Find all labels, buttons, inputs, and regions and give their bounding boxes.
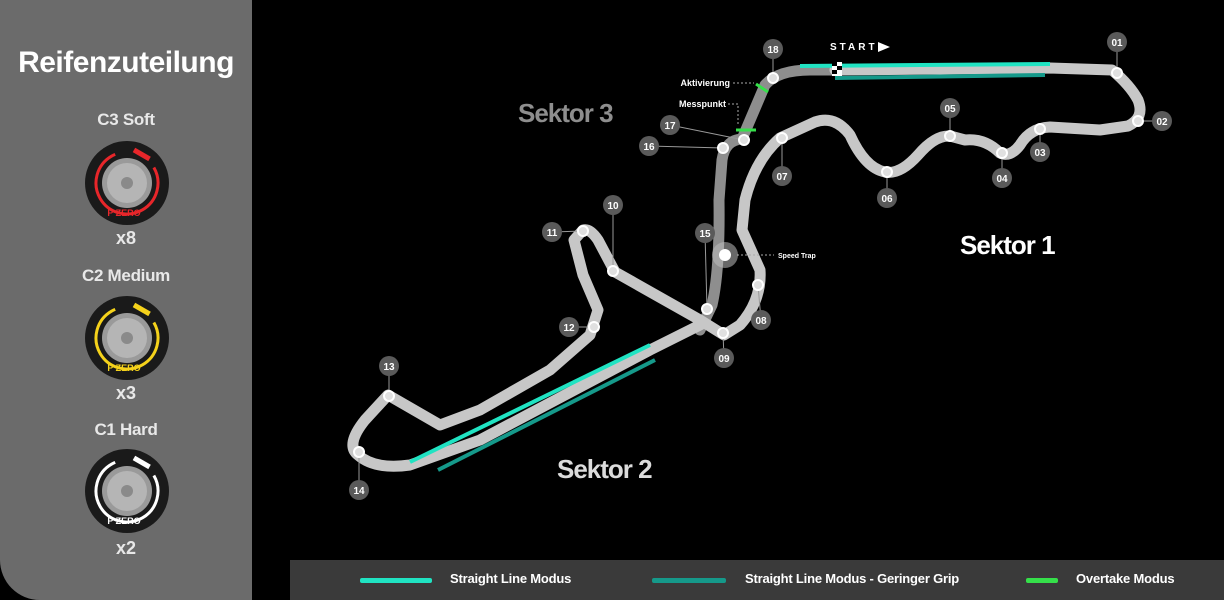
corner-badge-09: [714, 348, 734, 368]
sector-2-label: Sektor 2: [557, 454, 652, 484]
corner-badge-11: [542, 222, 562, 242]
legend-lowgrip-label: Straight Line Modus - Geringer Grip: [745, 571, 960, 586]
corner-point-13: [383, 390, 395, 402]
corner-badge-12: [559, 317, 579, 337]
start-label: START: [830, 42, 878, 53]
corner-number-14: 14: [353, 486, 365, 497]
medium-tyre-model: P ZERO: [107, 363, 140, 373]
corner-number-03: 03: [1034, 148, 1046, 159]
corner-number-06: 06: [881, 194, 893, 205]
corner-badge-07: [772, 166, 792, 186]
corner-number-12: 12: [563, 323, 575, 334]
corner-badge-01: [1107, 32, 1127, 52]
corner-point-09: [717, 327, 729, 339]
start-arrow-icon: [878, 42, 890, 52]
corner-point-01: [1111, 67, 1123, 79]
corner-number-15: 15: [699, 229, 711, 240]
overtake-marker-1: [755, 82, 769, 94]
track-sector-3: [694, 64, 841, 336]
corner-badge-08: [751, 310, 771, 330]
corner-badge-03: [1030, 142, 1050, 162]
hard-tyre-model: P ZERO: [107, 516, 140, 526]
corner-point-11: [577, 225, 589, 237]
corner-number-18: 18: [767, 45, 779, 56]
corner-leader-17: [669, 124, 745, 141]
corner-point-10: [607, 265, 619, 277]
legend-overtake-label: Overtake Modus: [1076, 571, 1175, 586]
activation-label: Aktivierung: [680, 78, 730, 88]
legend-straight-swatch: [360, 578, 432, 583]
tyre-medium-count: x3: [115, 383, 137, 403]
corner-point-12: [588, 321, 600, 333]
tyre-medium-label: C2 Medium: [82, 266, 170, 285]
legend-straight-label: Straight Line Modus: [450, 571, 572, 586]
corner-badge-02: [1152, 111, 1172, 131]
sector-1-label: Sektor 1: [960, 230, 1055, 260]
corner-point-14: [353, 446, 365, 458]
corner-number-13: 13: [383, 362, 395, 373]
corner-point-18: [767, 72, 779, 84]
straight-mode-back: [409, 343, 651, 464]
corner-number-08: 08: [755, 316, 767, 327]
corner-badge-14: [349, 480, 369, 500]
corner-number-09: 09: [718, 354, 730, 365]
corner-number-17: 17: [664, 121, 676, 132]
sector-3-label: Sektor 3: [518, 98, 613, 128]
corner-point-03: [1034, 123, 1046, 135]
measure-label: Messpunkt: [679, 99, 726, 109]
corner-point-15: [701, 303, 713, 315]
tyre-hard-label: C1 Hard: [94, 420, 158, 439]
tyre-hard-count: x2: [115, 538, 137, 558]
corner-point-02: [1132, 115, 1144, 127]
panel-title: Reifenzuteilung: [18, 46, 234, 79]
corner-number-07: 07: [776, 172, 788, 183]
corner-leader-15: [704, 232, 708, 310]
corner-point-07: [776, 132, 788, 144]
corner-badge-15: [695, 223, 715, 243]
corner-badge-13: [379, 356, 399, 376]
corner-number-05: 05: [944, 104, 956, 115]
corner-point-08: [752, 279, 764, 291]
corner-number-01: 01: [1111, 38, 1123, 49]
legend-lowgrip-swatch: [652, 578, 726, 583]
corner-number-16: 16: [643, 142, 655, 153]
corner-leader-16: [648, 145, 724, 149]
corner-badge-04: [992, 168, 1012, 188]
corner-badge-06: [877, 188, 897, 208]
tyre-soft-count: x8: [115, 228, 137, 248]
medium-tyre-icon: P ZERO: [85, 296, 169, 380]
soft-tyre-icon: P ZERO: [85, 141, 169, 225]
corner-badge-16: [639, 136, 659, 156]
lowgrip-mode-back: [437, 358, 656, 472]
hard-tyre-icon: P ZERO: [85, 449, 169, 533]
legend-overtake-swatch: [1026, 578, 1058, 583]
corner-number-04: 04: [996, 174, 1008, 185]
corner-number-10: 10: [607, 201, 619, 212]
soft-tyre-model: P ZERO: [107, 208, 140, 218]
corner-point-05: [944, 130, 956, 142]
track-map: START Sektor 1 Sektor 2 Sektor 3 Aktivie…: [347, 32, 1172, 500]
corner-number-11: 11: [547, 228, 558, 239]
corner-badge-18: [763, 39, 783, 59]
tyre-soft-label: C3 Soft: [97, 110, 155, 129]
corner-badge-17: [660, 115, 680, 135]
corner-badge-05: [940, 98, 960, 118]
corner-point-06: [881, 166, 893, 178]
corner-badge-10: [603, 195, 623, 215]
legend-bar: Straight Line Modus Straight Line Modus …: [290, 560, 1224, 600]
corner-point-17: [738, 134, 750, 146]
speed-trap-label: Speed Trap: [778, 253, 816, 260]
corner-point-04: [996, 147, 1008, 159]
corner-number-02: 02: [1156, 117, 1168, 128]
tyre-allocation-panel: Reifenzuteilung C3 Soft P ZERO x8 C2 Med…: [0, 0, 252, 600]
corner-point-16: [717, 142, 729, 154]
lowgrip-mode-main: [834, 73, 1046, 80]
